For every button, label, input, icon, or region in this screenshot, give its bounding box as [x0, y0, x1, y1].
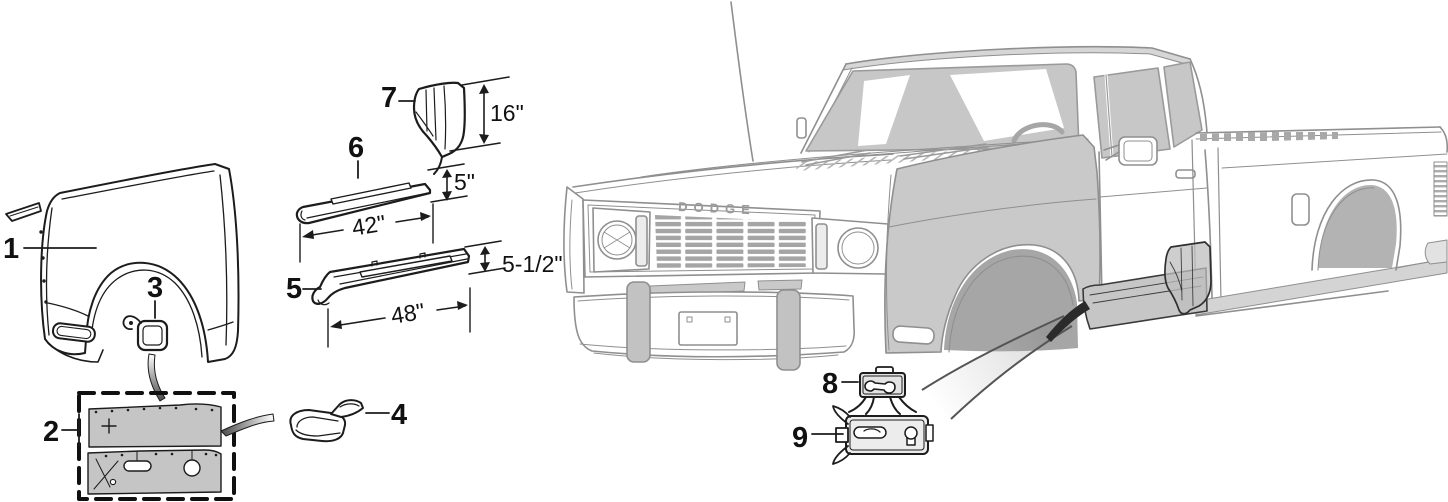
truck-illustration — [563, 1, 1448, 371]
bed-rail — [1195, 126, 1441, 134]
dim-42in — [299, 203, 434, 263]
license-plate — [678, 311, 738, 346]
dim-text-48: 48" — [389, 298, 426, 329]
part2-panel-kit — [77, 391, 236, 501]
part4-sweep — [220, 413, 275, 437]
steering-wheel — [1011, 122, 1065, 144]
hood-front-edge — [572, 153, 894, 188]
part-label-8: 8 — [822, 368, 838, 400]
fuel-door — [1291, 193, 1310, 226]
swoosh-arrow — [921, 301, 1090, 420]
door-handle — [1175, 169, 1196, 179]
door-window — [1093, 67, 1171, 159]
part-label-3: 3 — [147, 272, 163, 304]
cab-corner-highlighted — [1164, 241, 1212, 315]
a-pillar — [800, 63, 847, 154]
part-label-2: 2 — [43, 416, 59, 448]
parklamp-right — [815, 223, 828, 270]
dim-16in — [449, 76, 510, 152]
part1-front-fender — [5, 163, 240, 363]
c-pillar — [1189, 58, 1208, 134]
dim-text-5: 5" — [454, 169, 475, 195]
rear-wheelwell — [1318, 184, 1397, 268]
part9-retainer-plate — [811, 405, 934, 465]
panel-top — [88, 403, 222, 448]
part8-clip — [841, 366, 917, 415]
quarter-window — [1163, 61, 1203, 148]
bumper-guard-right — [776, 289, 801, 371]
rear-bumper-end — [1424, 239, 1448, 265]
dim-text-5half: 5-1/2" — [502, 251, 563, 277]
labels: 1 2 3 4 5 6 7 8 9 16" 5" 42" 5-1/2" 48" … — [3, 82, 838, 454]
left-fender-edge — [563, 186, 585, 294]
part6-molding-42 — [295, 160, 468, 263]
left-mirror — [796, 117, 807, 139]
bed-rail-slots — [1200, 130, 1338, 143]
part-label-9: 9 — [792, 422, 808, 454]
part-label-5: 5 — [286, 273, 302, 305]
dim-text-16: 16" — [490, 100, 524, 126]
part-label-4: 4 — [391, 399, 407, 431]
part5-molding-48 — [302, 240, 506, 348]
taillight — [1433, 161, 1448, 217]
part3-clip — [122, 300, 169, 402]
part-label-1: 1 — [3, 233, 19, 265]
bumper-guard-left — [626, 281, 651, 363]
dim-5half-in — [464, 240, 506, 275]
bed-corner — [1439, 126, 1448, 153]
bed-bottom-edge — [1195, 290, 1389, 317]
dim-5in — [427, 163, 468, 203]
side-marker-lamp — [892, 325, 935, 345]
door-front-seam — [1098, 151, 1103, 299]
part2-leader — [61, 413, 80, 447]
grille-bars — [655, 215, 810, 268]
part4-molding-clip — [220, 399, 390, 443]
grille-brand-text: DODGE — [678, 199, 756, 217]
headlight-right — [837, 227, 879, 269]
dim-text-42: 42" — [350, 210, 387, 241]
part-label-6: 6 — [348, 132, 364, 164]
wipers — [801, 143, 989, 166]
part7-cab-corner — [398, 76, 510, 175]
antenna — [730, 1, 754, 162]
dim-48in — [327, 287, 471, 348]
part3-sweep — [147, 353, 166, 402]
fender-highlighted — [884, 134, 1101, 354]
parklamp-left — [635, 215, 648, 267]
part-label-7: 7 — [381, 82, 397, 114]
side-mirror — [1118, 136, 1158, 166]
